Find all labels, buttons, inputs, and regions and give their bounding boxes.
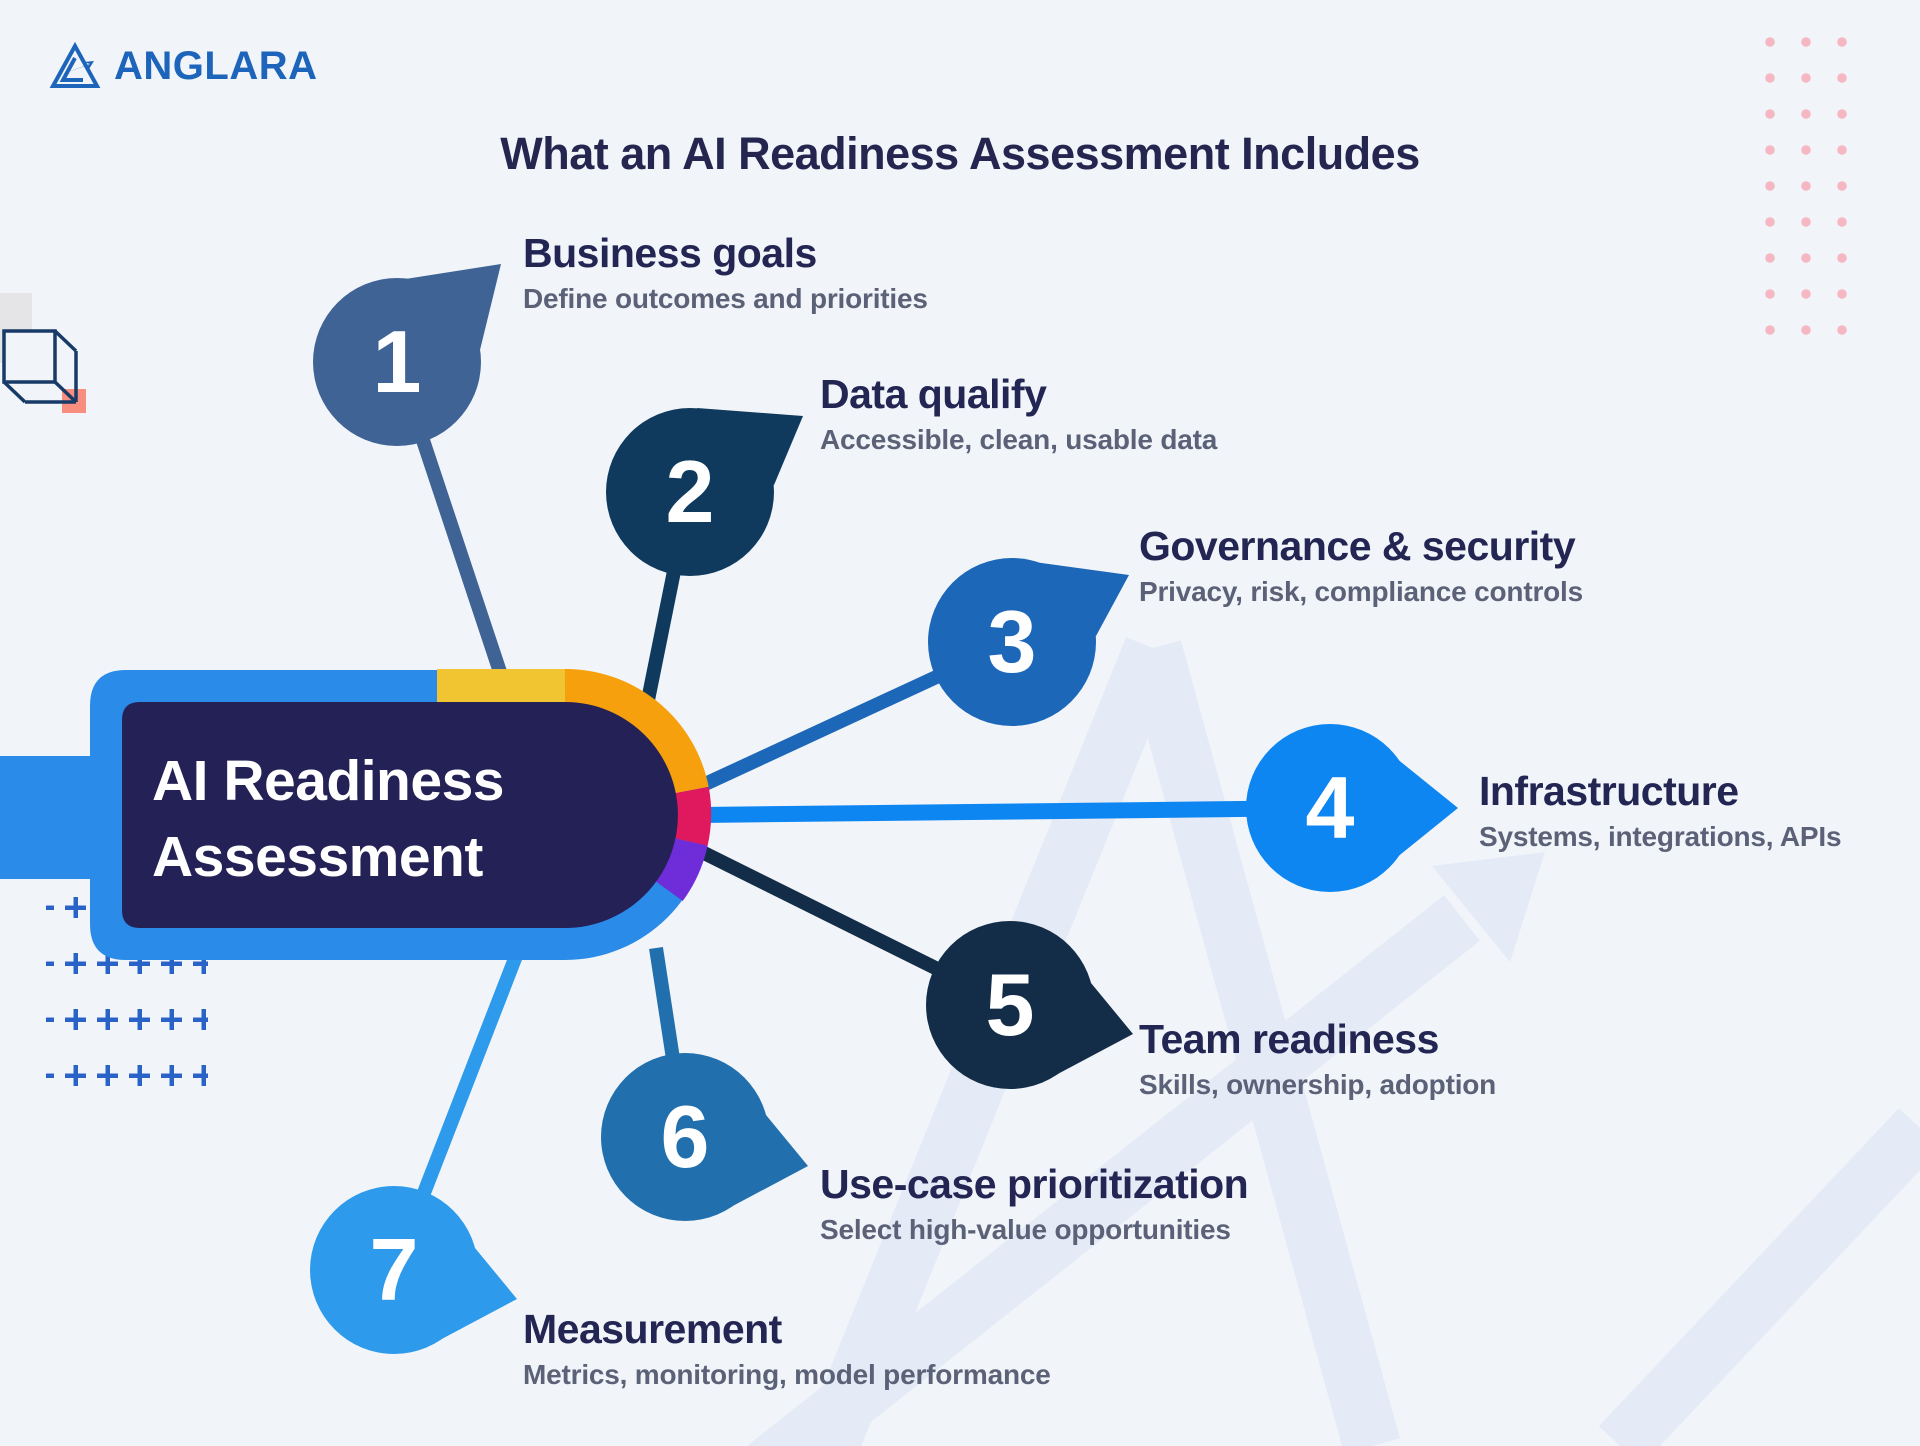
bubble-3 (928, 558, 1129, 726)
brand-name: ANGLARA (114, 43, 318, 88)
item-3-label: Governance & security Privacy, risk, com… (1139, 523, 1583, 608)
bubble-5 (926, 921, 1133, 1089)
item-subtitle: Systems, integrations, APIs (1479, 821, 1842, 853)
item-title: Team readiness (1139, 1016, 1439, 1062)
bubble-4 (1246, 724, 1458, 892)
bubble-4-tail (1396, 758, 1458, 858)
bubble-1-circle (313, 278, 481, 446)
item-title: Governance & security (1139, 523, 1576, 569)
node-ring-orange (564, 668, 709, 794)
center-node-line2: Assessment (152, 824, 483, 889)
bubble-3-circle (928, 558, 1096, 726)
item-title: Use-case prioritization (820, 1161, 1249, 1207)
cube-icon (2, 329, 78, 404)
item-5-number: 5 (985, 955, 1035, 1054)
bubble-2 (606, 408, 803, 576)
center-node-shape (90, 668, 712, 960)
item-7-label: Measurement Metrics, monitoring, model p… (523, 1306, 1051, 1391)
bubble-7 (310, 1186, 517, 1354)
item-title: Data qualify (820, 371, 1047, 417)
item-6-number: 6 (660, 1087, 710, 1186)
item-1-number: 1 (372, 312, 422, 411)
item-subtitle: Select high-value opportunities (820, 1214, 1231, 1246)
item-subtitle: Accessible, clean, usable data (820, 424, 1218, 456)
item-1-label: Business goals Define outcomes and prior… (523, 230, 928, 315)
bubble-6-circle (601, 1053, 769, 1221)
item-title: Business goals (523, 230, 817, 276)
item-7-number: 7 (369, 1220, 419, 1319)
item-2-label: Data qualify Accessible, clean, usable d… (820, 371, 1218, 456)
node-ring-magenta (674, 786, 712, 846)
bubble-2-circle (606, 408, 774, 576)
item-subtitle: Define outcomes and priorities (523, 283, 928, 315)
node-inner-fill (122, 702, 678, 928)
node-ring-purple (654, 837, 708, 902)
connector-4 (699, 800, 1331, 823)
center-node-title: AI Readiness Assessment (152, 744, 672, 896)
node-left-tab (0, 756, 94, 879)
center-node-line1: AI Readiness (152, 749, 504, 813)
bubble-7-circle (310, 1186, 478, 1354)
arrow-glyph (56, 61, 94, 76)
item-title: Measurement (523, 1306, 782, 1352)
dots-pattern (1754, 35, 1862, 351)
item-3-number: 3 (987, 592, 1037, 691)
item-6-label: Use-case prioritization Select high-valu… (820, 1161, 1249, 1246)
brand-logo: ANGLARA (48, 42, 317, 90)
item-4-number: 4 (1305, 758, 1355, 857)
brand-logo-icon (49, 42, 101, 88)
item-subtitle: Metrics, monitoring, model performance (523, 1359, 1051, 1391)
item-5-label: Team readiness Skills, ownership, adopti… (1139, 1016, 1497, 1101)
bubble-4-circle (1246, 724, 1414, 892)
bubble-1 (313, 264, 501, 446)
item-subtitle: Privacy, risk, compliance controls (1139, 576, 1583, 608)
item-2-number: 2 (665, 442, 715, 541)
bubble-6 (601, 1053, 808, 1221)
cube-decoration (0, 293, 86, 413)
item-4-label: Infrastructure Systems, integrations, AP… (1479, 768, 1842, 853)
bubble-5-circle (926, 921, 1094, 1089)
page-title: What an AI Readiness Assessment Includes (500, 128, 1420, 179)
item-title: Infrastructure (1479, 768, 1739, 814)
item-subtitle: Skills, ownership, adoption (1139, 1069, 1497, 1101)
